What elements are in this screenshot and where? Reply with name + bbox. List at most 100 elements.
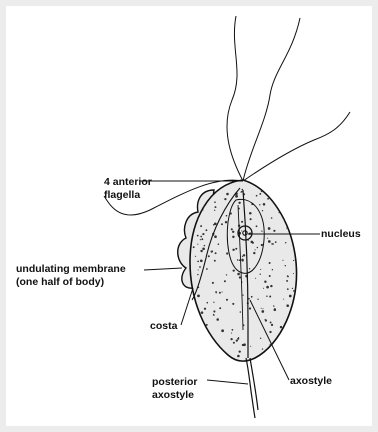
stipple-dot xyxy=(237,355,240,358)
label-line: undulating membrane xyxy=(16,263,126,276)
stipple-dot xyxy=(197,235,199,237)
stipple-dot xyxy=(288,197,289,198)
stipple-dot xyxy=(260,269,261,270)
stipple-dot xyxy=(263,288,264,289)
stipple-dot xyxy=(197,274,198,275)
stipple-dot xyxy=(293,273,294,274)
label-anterior-flagella: 4 anterior flagella xyxy=(104,176,152,202)
stipple-dot xyxy=(188,292,189,293)
stipple-dot xyxy=(206,324,208,326)
stipple-dot xyxy=(196,192,197,193)
label-line: costa xyxy=(150,320,177,333)
stipple-dot xyxy=(216,318,219,321)
stipple-dot xyxy=(265,319,267,321)
stipple-dot xyxy=(235,195,238,198)
stipple-dot xyxy=(263,203,266,206)
stipple-dot xyxy=(201,311,204,314)
stipple-dot xyxy=(213,224,215,226)
stipple-dot xyxy=(241,230,242,231)
stipple-dot xyxy=(288,200,290,202)
stipple-dot xyxy=(215,206,217,208)
stipple-dot xyxy=(262,348,263,349)
stipple-dot xyxy=(256,195,258,197)
stipple-dot xyxy=(294,342,295,343)
stipple-dot xyxy=(296,299,297,300)
stipple-dot xyxy=(291,325,293,327)
stipple-dot xyxy=(200,236,202,238)
stipple-dot xyxy=(189,324,190,325)
stipple-dot xyxy=(221,329,224,332)
stipple-dot xyxy=(219,292,221,294)
stipple-dot xyxy=(240,191,241,192)
stipple-dot xyxy=(202,328,204,330)
stipple-dot xyxy=(289,295,292,298)
stipple-dot xyxy=(286,280,288,282)
stipple-dot xyxy=(293,290,295,292)
stipple-dot xyxy=(214,210,215,211)
label-line: flagella xyxy=(104,189,152,202)
stipple-dot xyxy=(261,244,263,246)
cell-body xyxy=(190,180,297,361)
stipple-dot xyxy=(269,262,271,264)
stipple-dot xyxy=(242,294,243,295)
stipple-dot xyxy=(212,282,214,284)
stipple-dot xyxy=(275,241,277,243)
stipple-dot xyxy=(273,305,274,306)
stipple-dot xyxy=(189,212,191,214)
stipple-dot xyxy=(267,238,268,239)
stipple-dot xyxy=(197,244,198,245)
stipple-dot xyxy=(236,339,238,341)
stipple-dot xyxy=(287,276,288,277)
stipple-dot xyxy=(266,286,269,289)
stipple-dot xyxy=(261,310,264,313)
stipple-dot xyxy=(204,308,206,310)
stipple-dot xyxy=(296,333,298,335)
stipple-dot xyxy=(207,302,209,304)
stipple-dot xyxy=(289,185,292,188)
stipple-dot xyxy=(269,275,271,277)
stipple-dot xyxy=(280,353,282,355)
label-line: 4 anterior xyxy=(104,176,152,189)
stipple-dot xyxy=(225,221,227,223)
stipple-dot xyxy=(202,233,204,235)
stipple-dot xyxy=(295,212,296,213)
stipple-dot xyxy=(296,228,297,229)
stipple-dot xyxy=(257,247,259,249)
stipple-dot xyxy=(266,296,267,297)
stipple-dot xyxy=(198,320,201,323)
stipple-dot xyxy=(270,191,272,193)
stipple-dot xyxy=(293,260,294,261)
label-posterior-axostyle: posterior axostyle xyxy=(152,376,198,402)
stipple-dot xyxy=(212,250,213,251)
stipple-dot xyxy=(201,238,203,240)
stipple-dot xyxy=(218,243,220,245)
stipple-dot xyxy=(274,346,276,348)
posterior-axostyle xyxy=(246,358,258,418)
stipple-dot xyxy=(198,338,199,339)
stipple-dot xyxy=(256,225,258,227)
stipple-dot xyxy=(289,210,290,211)
stipple-dot xyxy=(200,225,202,227)
stipple-dot xyxy=(198,269,199,270)
label-nucleus: nucleus xyxy=(321,228,361,241)
stipple-dot xyxy=(226,193,229,196)
stipple-dot xyxy=(187,357,189,359)
stipple-dot xyxy=(271,217,273,219)
stipple-dot xyxy=(273,230,275,232)
stipple-dot xyxy=(213,314,215,316)
stipple-dot xyxy=(220,184,222,186)
stipple-dot xyxy=(269,296,271,298)
stipple-dot xyxy=(231,333,232,334)
stipple-dot xyxy=(274,309,277,312)
stipple-dot xyxy=(283,299,284,300)
label-line: (one half of body) xyxy=(16,276,126,289)
stipple-dot xyxy=(193,246,195,248)
stipple-dot xyxy=(230,338,232,340)
stipple-dot xyxy=(267,198,269,200)
stipple-dot xyxy=(214,201,216,203)
stipple-dot xyxy=(238,337,239,338)
stipple-dot xyxy=(200,239,201,240)
stipple-dot xyxy=(297,182,298,183)
stipple-dot xyxy=(285,265,286,266)
stipple-dot xyxy=(196,183,198,185)
